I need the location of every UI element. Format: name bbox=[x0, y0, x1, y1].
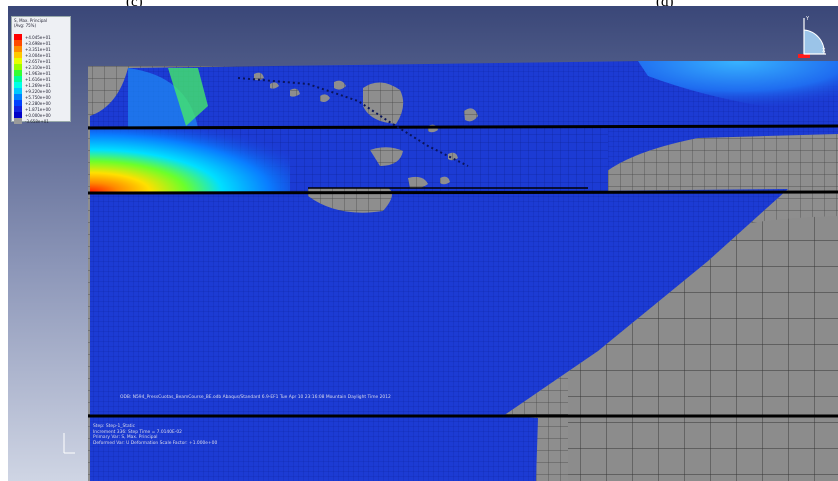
legend-entry: +1.871e+00 bbox=[14, 106, 51, 112]
legend-value: +1.616e+01 bbox=[25, 76, 51, 82]
load-point-marker bbox=[798, 54, 810, 58]
legend-swatch bbox=[14, 118, 22, 124]
top-right-contour bbox=[638, 61, 838, 116]
legend-value: +3.698e+01 bbox=[25, 40, 51, 46]
stress-band-green bbox=[168, 68, 208, 126]
legend-value: +0.000e+00 bbox=[25, 112, 51, 118]
figure-caption-strip: (c) (d) bbox=[0, 0, 838, 10]
step-info-line4: Deformed Var: U Deformation Scale Factor… bbox=[93, 440, 218, 446]
legend-value: +1.269e+01 bbox=[25, 82, 51, 88]
legend-swatch bbox=[14, 82, 22, 88]
step-info-line1: Step: Step-1_Static bbox=[93, 424, 135, 429]
legend-value: +4.045e+01 bbox=[25, 34, 51, 40]
step-info-line3: Primary Var: S, Max. Principal bbox=[93, 435, 158, 440]
legend-swatch bbox=[14, 106, 22, 112]
legend-value: +1.871e+00 bbox=[25, 106, 51, 112]
legend-value: +2.280e+00 bbox=[25, 100, 51, 106]
step-info-line2: Increment 336: Step Time = 7.0140E-02 bbox=[93, 429, 182, 435]
legend-value: +9.220e+00 bbox=[25, 88, 51, 94]
global-axis-icon bbox=[63, 433, 75, 454]
legend-entry: +2.310e+01 bbox=[14, 64, 51, 70]
legend-entry: +3.351e+01 bbox=[14, 46, 51, 52]
legend-swatch bbox=[14, 52, 22, 58]
legend-entries: +4.045e+01+3.698e+01+3.351e+01+3.004e+01… bbox=[14, 34, 51, 124]
legend-value: +5.750e+00 bbox=[25, 94, 51, 100]
legend-value: +2.310e+01 bbox=[25, 64, 51, 70]
view-triad-icon[interactable]: Y X bbox=[794, 12, 828, 60]
legend-value: +1.963e+01 bbox=[25, 70, 51, 76]
caption-left: (c) bbox=[126, 0, 143, 10]
step-info-block: Step: Step-1_Static Increment 336: Step … bbox=[93, 424, 217, 446]
legend-value: +2.657e+01 bbox=[25, 58, 51, 64]
legend-title-line1: S, Max. Principal bbox=[14, 18, 47, 23]
legend-swatch bbox=[14, 70, 22, 76]
legend-swatch bbox=[14, 76, 22, 82]
legend-swatch bbox=[14, 58, 22, 64]
legend-swatch bbox=[14, 88, 22, 94]
legend-title: S, Max. Principal (Avg: 75%) bbox=[12, 17, 70, 29]
legend-title-line2: (Avg: 75%) bbox=[14, 23, 37, 28]
triad-quarter-icon bbox=[803, 29, 825, 55]
legend-swatch bbox=[14, 34, 22, 40]
stress-band-top-left bbox=[128, 68, 198, 128]
legend-entry: +1.269e+01 bbox=[14, 82, 51, 88]
legend-swatch bbox=[14, 46, 22, 52]
legend-swatch bbox=[14, 112, 22, 118]
legend-value: +3.351e+01 bbox=[25, 46, 51, 52]
legend-swatch bbox=[14, 40, 22, 46]
legend-entry: +2.657e+01 bbox=[14, 58, 51, 64]
legend-entry: +9.220e+00 bbox=[14, 88, 51, 94]
legend-entry: +5.750e+00 bbox=[14, 94, 51, 100]
triad-x-label: X bbox=[822, 48, 826, 54]
legend-entry: -3.658e+01 bbox=[14, 118, 51, 124]
abaqus-viewport[interactable]: S, Max. Principal (Avg: 75%) +4.045e+01+… bbox=[8, 6, 838, 481]
legend-swatch bbox=[14, 100, 22, 106]
legend-entry: +1.616e+01 bbox=[14, 76, 51, 82]
contour-legend: S, Max. Principal (Avg: 75%) +4.045e+01+… bbox=[11, 16, 71, 124]
peak-stress-contour bbox=[90, 128, 290, 192]
legend-value: +3.004e+01 bbox=[25, 52, 51, 58]
legend-entry: +0.000e+00 bbox=[14, 112, 51, 118]
odb-stamp: ODB: N594_PressCuotas_BeamCourse_BE.odb … bbox=[120, 395, 391, 400]
triad-y-label: Y bbox=[805, 16, 810, 22]
legend-entry: +4.045e+01 bbox=[14, 34, 51, 40]
legend-swatch bbox=[14, 94, 22, 100]
caption-right: (d) bbox=[656, 0, 674, 10]
legend-swatch bbox=[14, 64, 22, 70]
legend-entry: +1.963e+01 bbox=[14, 70, 51, 76]
fea-contour-plot[interactable] bbox=[8, 6, 838, 481]
layer-interfaces bbox=[87, 124, 838, 418]
crack-path bbox=[237, 77, 469, 167]
legend-entry: +3.698e+01 bbox=[14, 40, 51, 46]
legend-value: -3.658e+01 bbox=[25, 118, 49, 124]
legend-entry: +3.004e+01 bbox=[14, 52, 51, 58]
legend-entry: +2.280e+00 bbox=[14, 100, 51, 106]
